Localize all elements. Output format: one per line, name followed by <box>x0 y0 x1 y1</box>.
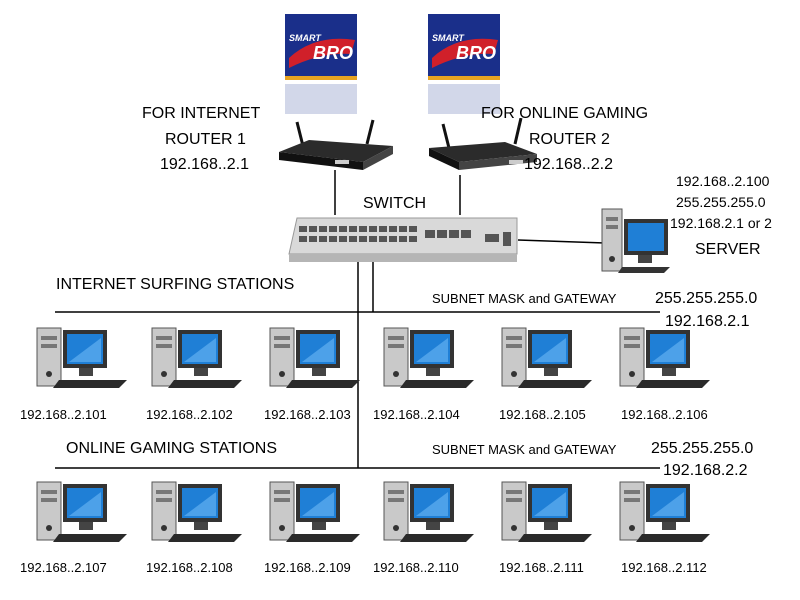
gaming-group-title: ONLINE GAMING STATIONS <box>66 440 277 457</box>
internet-subnet-label: SUBNET MASK and GATEWAY <box>432 291 617 306</box>
workstation-ip-label: 192.168..2.108 <box>146 560 233 575</box>
workstation-ip-label: 192.168..2.101 <box>20 407 107 422</box>
smartbro-logo-1: SMART BRO <box>285 14 357 114</box>
router2-ip: 192.168..2.2 <box>524 156 613 173</box>
workstation-computer-icon <box>150 476 246 551</box>
workstation-ip-label: 192.168..2.110 <box>373 560 459 575</box>
workstation-ip-label: 192.168..2.106 <box>621 407 708 422</box>
gaming-gateway: 192.168.2.2 <box>663 462 748 479</box>
workstation-computer-icon <box>35 322 131 397</box>
workstation-ip-label: 192.168..2.102 <box>146 407 233 422</box>
router1-purpose: FOR INTERNET <box>142 105 261 122</box>
router2-purpose: FOR ONLINE GAMING <box>481 105 649 122</box>
workstation-ip-label: 192.168..2.105 <box>499 407 586 422</box>
logo-word: BRO <box>456 43 496 63</box>
workstation-computer-icon <box>35 476 131 551</box>
router2-name: ROUTER 2 <box>529 131 610 148</box>
gaming-mask: 255.255.255.0 <box>651 440 754 457</box>
internet-group-title: INTERNET SURFING STATIONS <box>56 276 295 293</box>
workstation-computer-icon <box>382 322 478 397</box>
switch-label: SWITCH <box>363 195 427 212</box>
workstation-computer-icon <box>268 322 364 397</box>
logo-word: BRO <box>313 43 353 63</box>
workstation-ip-label: 192.168..2.103 <box>264 407 351 422</box>
logo-brand-text: SMART <box>289 33 321 43</box>
workstation-computer-icon <box>500 322 596 397</box>
workstation-computer-icon <box>268 476 364 551</box>
workstation-ip-label: 192.168..2.107 <box>20 560 107 575</box>
workstation-computer-icon <box>500 476 596 551</box>
server-ip: 192.168..2.100 <box>676 173 770 189</box>
logo-brand-text: SMART <box>432 33 464 43</box>
server-link <box>517 239 606 244</box>
router1-ip: 192.168..2.1 <box>160 156 249 173</box>
workstation-ip-label: 192.168..2.104 <box>373 407 460 422</box>
internet-gateway: 192.168.2.1 <box>665 313 750 330</box>
switch-icon <box>288 217 518 262</box>
workstation-ip-label: 192.168..2.111 <box>499 560 584 575</box>
router1-name: ROUTER 1 <box>165 131 246 148</box>
gaming-subnet-label: SUBNET MASK and GATEWAY <box>432 442 617 457</box>
workstation-ip-label: 192.168..2.109 <box>264 560 351 575</box>
workstation-computer-icon <box>150 322 246 397</box>
router-1-icon <box>279 119 393 170</box>
server-gateway: 192.168.2.1 or 2 <box>670 215 772 231</box>
workstation-computer-icon <box>618 476 714 551</box>
server-computer-icon <box>601 208 670 273</box>
workstation-ip-label: 192.168..2.112 <box>621 560 707 575</box>
server-label: SERVER <box>695 241 761 258</box>
workstation-computer-icon <box>382 476 478 551</box>
internet-mask: 255.255.255.0 <box>655 290 758 307</box>
smartbro-logo-2: SMART BRO <box>428 14 500 114</box>
server-mask: 255.255.255.0 <box>676 194 766 210</box>
router-2-icon <box>429 118 537 170</box>
workstation-computer-icon <box>618 322 714 397</box>
